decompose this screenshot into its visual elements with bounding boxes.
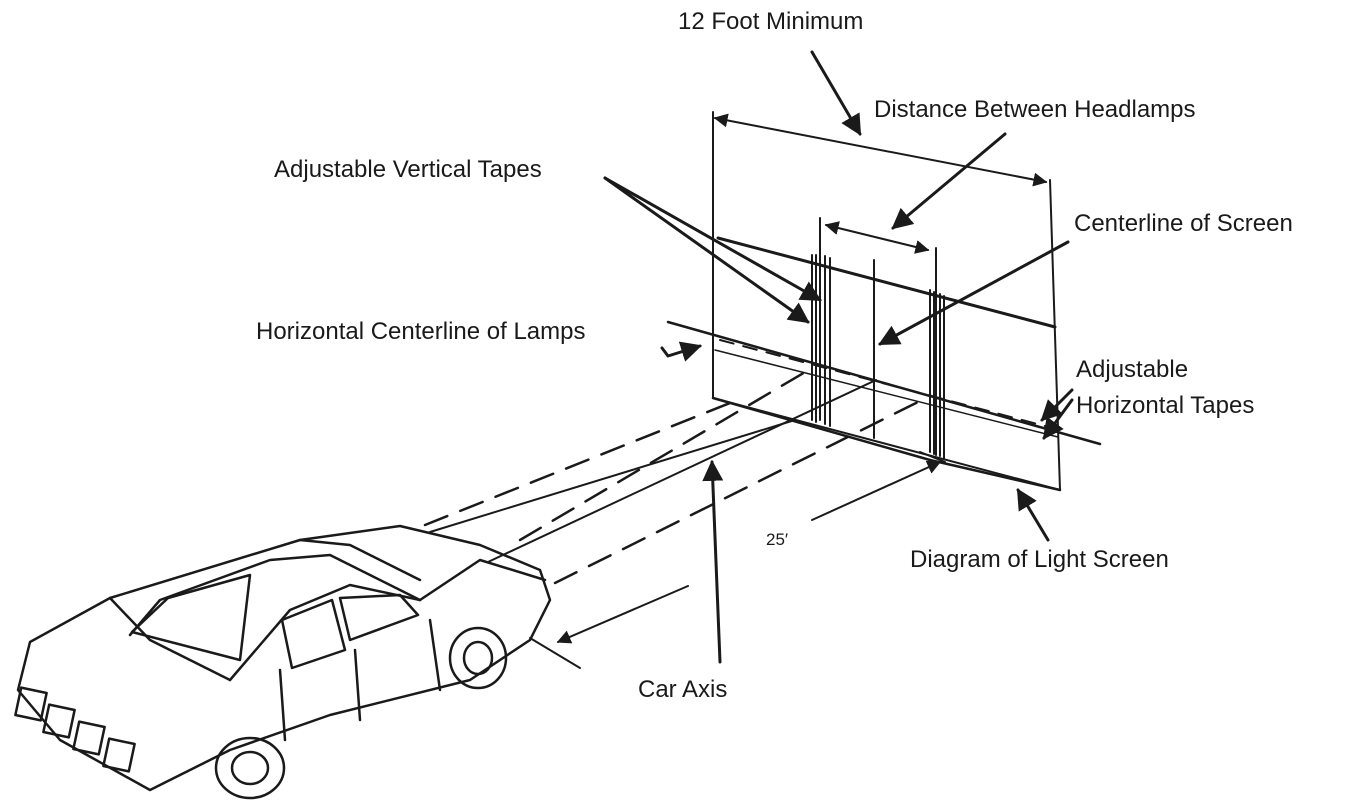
arrow-car-axis [702,459,724,664]
label-horizontal-centerline-of-lamps: Horizontal Centerline of Lamps [256,318,586,345]
projection-lines [423,366,924,585]
car-axis-line [487,379,877,563]
label-twelve-foot-minimum: 12 Foot Minimum [678,8,864,35]
leader-arrows [603,50,1074,664]
distance-25-dimension [529,451,946,669]
front-wheel [214,736,286,800]
vertical-tapes [811,254,945,459]
upper-horizontal-tape [716,236,1057,329]
car-body [16,524,552,792]
light-screen [666,111,1102,492]
arrow-horizontal-tape-b [1042,398,1074,440]
arrow-twelve-foot [810,50,862,136]
label-adjustable-horizontal-tapes-line1: Adjustable [1076,356,1189,383]
arrow-lamps-centerline [660,341,703,362]
label-distance-25: 25′ [766,530,789,549]
label-centerline-of-screen: Centerline of Screen [1074,210,1293,237]
side-window-front [280,598,347,670]
side-window-rear [338,593,420,642]
arrow-headlamps [891,132,1007,230]
arrow-vertical-tape-a [603,176,810,324]
label-adjustable-horizontal-tapes-line2: Horizontal Tapes [1076,392,1255,419]
label-car-axis: Car Axis [638,676,728,703]
headlamp-distance-line [824,221,930,254]
windshield [130,573,252,662]
screen-board [712,111,1061,491]
car-illustration [14,524,552,800]
label-distance-between-headlamps: Distance Between Headlamps [874,96,1196,123]
arrow-centerline-screen [878,240,1070,346]
label-diagram-of-light-screen: Diagram of Light Screen [910,546,1169,573]
label-adjustable-vertical-tapes: Adjustable Vertical Tapes [274,156,542,183]
rear-wheel [448,626,508,690]
arrow-light-screen [1016,488,1050,542]
arrow-vertical-tape-b [603,176,822,302]
arrow-horizontal-tape-a [1040,388,1074,422]
headlamps [14,686,136,773]
twelve-foot-dimension-line [713,113,1048,187]
